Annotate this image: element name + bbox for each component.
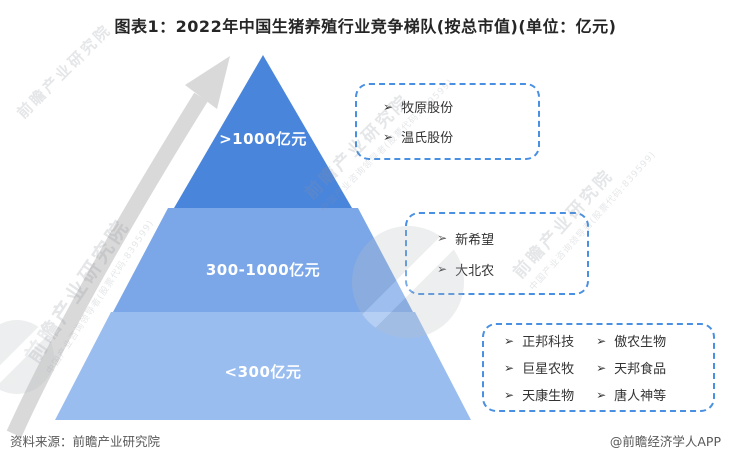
callout-tier-1: ➢ 牧原股份 ➢ 温氏股份 bbox=[355, 83, 540, 160]
list-item: ➢ 天邦食品 bbox=[596, 358, 667, 378]
arrow-bullet-icon: ➢ bbox=[504, 333, 515, 348]
callout-tier-3: ➢ 正邦科技 ➢ 巨星农牧 ➢ 天康生物 ➢ 傲农生物 ➢ 天邦食品 ➢ bbox=[482, 323, 715, 412]
company-name: 天康生物 bbox=[522, 389, 575, 404]
pyramid-tier-2-shape bbox=[113, 208, 413, 312]
list-item: ➢ 温氏股份 bbox=[383, 127, 538, 147]
arrow-bullet-icon: ➢ bbox=[504, 360, 515, 375]
growth-arrow-shaft bbox=[6, 92, 208, 438]
company-name: 天邦食品 bbox=[614, 362, 667, 377]
arrow-bullet-icon: ➢ bbox=[596, 360, 607, 375]
company-name: 牧原股份 bbox=[401, 101, 454, 116]
list-item: ➢ 天康生物 bbox=[504, 385, 575, 405]
chart-title: 图表1：2022年中国生猪养殖行业竞争梯队(按总市值)(单位：亿元) bbox=[114, 17, 617, 36]
list-item: ➢ 唐人神等 bbox=[596, 385, 667, 405]
list-item: ➢ 傲农生物 bbox=[596, 331, 667, 351]
list-item: ➢ 新希望 bbox=[437, 229, 587, 248]
growth-arrow-head bbox=[185, 56, 230, 109]
list-item: ➢ 牧原股份 bbox=[383, 97, 538, 117]
company-name: 新希望 bbox=[455, 232, 495, 248]
company-column-1: ➢ 正邦科技 ➢ 巨星农牧 ➢ 天康生物 bbox=[504, 331, 575, 405]
credit-note: @前瞻经济学人APP bbox=[609, 434, 721, 449]
company-column-2: ➢ 傲农生物 ➢ 天邦食品 ➢ 唐人神等 bbox=[596, 331, 667, 405]
list-item: ➢ 正邦科技 bbox=[504, 331, 575, 351]
list-item: ➢ 大北农 bbox=[437, 260, 587, 279]
callout-tier-2: ➢ 新希望 ➢ 大北农 bbox=[405, 212, 589, 295]
arrow-bullet-icon: ➢ bbox=[383, 99, 394, 114]
pyramid-tier-3-shape bbox=[55, 312, 471, 420]
company-name: 唐人神等 bbox=[614, 389, 667, 404]
pyramid-tier-1-shape bbox=[174, 55, 352, 208]
company-name: 正邦科技 bbox=[522, 335, 575, 350]
company-name: 傲农生物 bbox=[614, 335, 667, 350]
tier-2-range-label: 300-1000亿元 bbox=[205, 261, 321, 279]
company-name: 温氏股份 bbox=[401, 131, 454, 146]
company-name: 大北农 bbox=[455, 263, 495, 279]
tier-3-range-label: <300亿元 bbox=[224, 363, 302, 381]
company-name: 巨星农牧 bbox=[522, 362, 575, 377]
list-item: ➢ 巨星农牧 bbox=[504, 358, 575, 378]
arrow-bullet-icon: ➢ bbox=[504, 387, 515, 402]
arrow-bullet-icon: ➢ bbox=[383, 129, 394, 144]
arrow-bullet-icon: ➢ bbox=[596, 333, 607, 348]
arrow-bullet-icon: ➢ bbox=[596, 387, 607, 402]
arrow-bullet-icon: ➢ bbox=[437, 262, 448, 276]
arrow-bullet-icon: ➢ bbox=[437, 231, 448, 245]
source-note: 资料来源：前瞻产业研究院 bbox=[10, 434, 161, 449]
tier-1-range-label: >1000亿元 bbox=[219, 130, 307, 148]
